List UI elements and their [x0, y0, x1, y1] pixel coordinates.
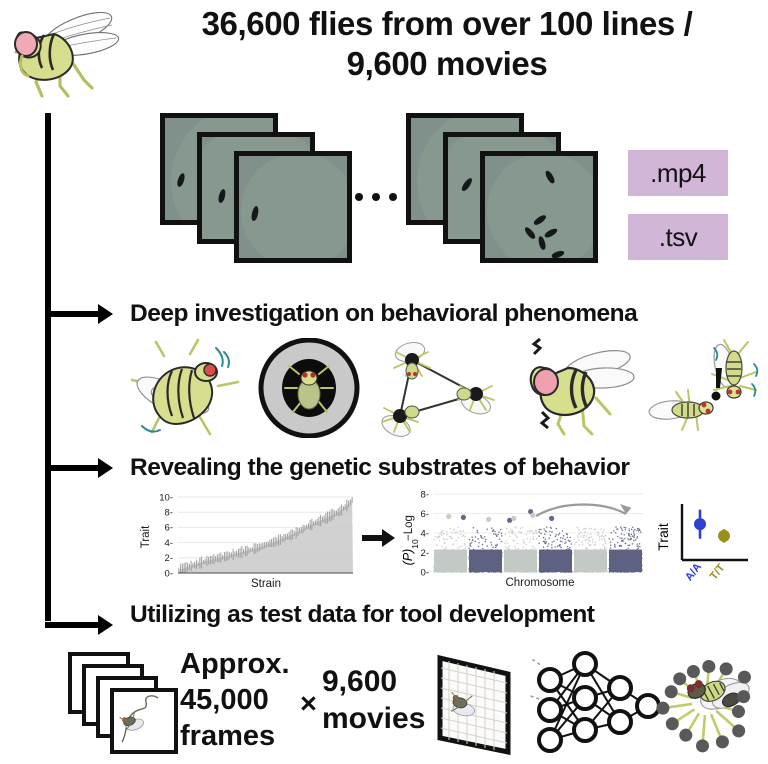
- grooming-fly-icon: [128, 338, 246, 438]
- fly-interaction-icon: [648, 336, 766, 440]
- movie-frame-front-left: [234, 151, 352, 263]
- approx-frames-text: Approx. 45,000 frames: [180, 650, 430, 751]
- section-heading-genetics: Revealing the genetic substrates of beha…: [130, 454, 630, 481]
- svg-text:4-: 4-: [165, 538, 173, 549]
- frames-ellipsis: [355, 193, 397, 201]
- branch-arrow-behavior: [45, 304, 113, 324]
- branch-arrow-tools: [45, 615, 113, 635]
- trait-by-strain-chart: Trait 0- 2- 4- 6- 8- 10- Strain: [138, 485, 358, 590]
- svg-text:6-: 6-: [165, 523, 173, 534]
- keypoint-graph-icon: [648, 646, 766, 758]
- badge-tsv-label: .tsv: [658, 221, 698, 252]
- frame-sheet-front: [110, 688, 178, 754]
- header-fly-icon: [6, 4, 124, 100]
- chart-flow-arrow: [362, 528, 396, 553]
- approx-label: Approx.: [180, 648, 290, 680]
- badge-mp4: .mp4: [628, 150, 728, 196]
- page-title-line-2: 9,600 movies: [346, 45, 548, 83]
- svg-text:A/A: A/A: [683, 561, 704, 583]
- frames-word: frames: [180, 720, 276, 752]
- svg-text:8-: 8-: [165, 508, 173, 519]
- movies-number: 9,600: [322, 665, 398, 698]
- movie-frame-front-right: [480, 151, 598, 263]
- svg-text:4-: 4-: [421, 528, 429, 539]
- svg-text:10-: 10-: [159, 492, 173, 503]
- times-symbol: ×: [300, 688, 317, 720]
- frames-number: 45,000: [180, 684, 269, 716]
- section-heading-behavior: Deep investigation on behavioral phenome…: [130, 300, 638, 327]
- pose-grid-icon: [430, 652, 522, 756]
- svg-text:Trait: Trait: [655, 523, 671, 551]
- movies-word: movies: [322, 701, 426, 735]
- svg-text:−Log: −Log: [403, 515, 415, 541]
- movies-count-text: 9,600 movies: [322, 666, 425, 734]
- neural-network-icon: [507, 641, 661, 756]
- social-network-flies-icon: [372, 338, 502, 440]
- svg-text:T/T: T/T: [708, 562, 728, 583]
- svg-text:Strain: Strain: [251, 578, 281, 590]
- page-title-line-1: 36,600 flies from over 100 lines /: [201, 5, 693, 42]
- badge-tsv: .tsv: [628, 214, 728, 260]
- section-heading-tools: Utilizing as test data for tool developm…: [130, 601, 595, 628]
- flowchart-trunk-line: [45, 113, 51, 621]
- svg-text:8-: 8-: [421, 489, 429, 500]
- angry-fly-icon: [520, 337, 640, 438]
- fly-in-arena-icon: [255, 337, 363, 439]
- svg-text:(P): (P): [401, 549, 415, 566]
- svg-text:0-: 0-: [165, 568, 173, 579]
- svg-text:2-: 2-: [165, 553, 173, 564]
- svg-text:2-: 2-: [421, 548, 429, 559]
- svg-text:Trait: Trait: [140, 525, 152, 548]
- svg-text:10: 10: [410, 539, 420, 549]
- svg-text:Chromosome: Chromosome: [505, 577, 574, 589]
- svg-text:0-: 0-: [421, 567, 429, 578]
- branch-arrow-genetics: [45, 458, 113, 478]
- badge-mp4-label: .mp4: [650, 157, 706, 188]
- manhattan-plot: −Log 10 (P) 0- 2- 4- 6- 8- Chromosome: [398, 482, 646, 590]
- page-title: 36,600 flies from over 100 lines / 9,600…: [130, 4, 764, 85]
- svg-text:6-: 6-: [421, 509, 429, 520]
